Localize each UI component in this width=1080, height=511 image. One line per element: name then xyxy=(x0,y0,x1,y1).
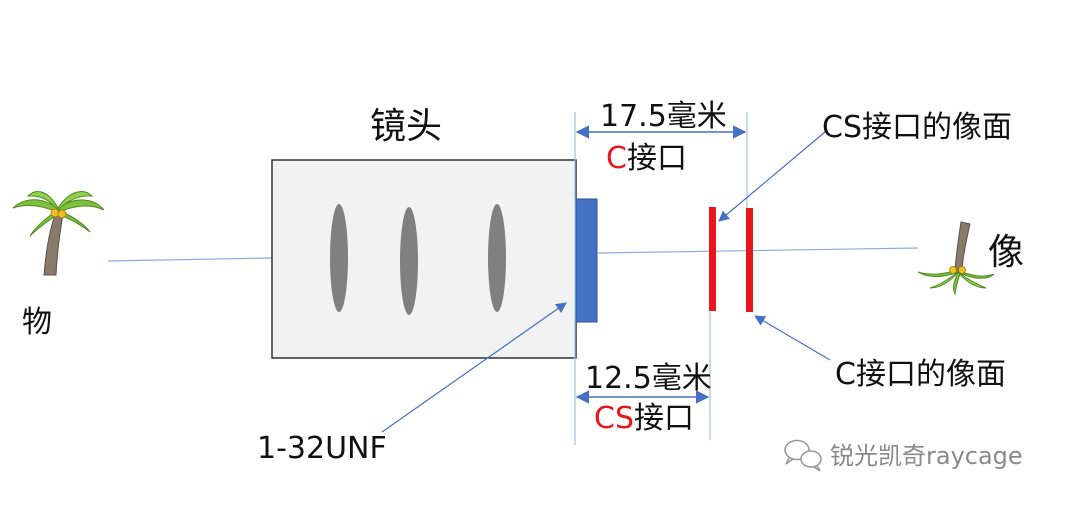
object-label: 物 xyxy=(22,305,52,340)
object-palm-icon xyxy=(12,191,105,276)
lens-element-2 xyxy=(400,207,418,315)
cs-plane-callout-arrow xyxy=(718,131,826,222)
thread-label: 1-32UNF xyxy=(257,431,387,466)
image-palm-icon xyxy=(917,221,995,296)
c-distance-label: 17.5毫米 xyxy=(600,99,727,134)
c-mount-prefix: C xyxy=(606,141,627,176)
c-image-plane xyxy=(746,208,753,312)
cs-image-plane xyxy=(709,207,716,311)
optical-axis-left xyxy=(107,257,273,262)
wechat-icon xyxy=(784,439,822,472)
lens-element-1 xyxy=(330,204,348,312)
lens-body xyxy=(271,159,577,359)
optical-axis-right xyxy=(597,247,919,254)
cs-plane-label: CS接口的像面 xyxy=(822,110,1012,145)
image-label: 像 xyxy=(988,232,1024,273)
c-plane-label: C接口的像面 xyxy=(835,357,1006,392)
thread-callout-arrow xyxy=(381,302,567,433)
c-mount-label: C接口 xyxy=(606,141,687,176)
watermark-text: 锐光凯奇raycage xyxy=(830,442,1023,470)
lens-label: 镜头 xyxy=(370,106,442,147)
c-plane-callout-arrow xyxy=(754,315,831,361)
lens-mount xyxy=(575,198,598,323)
cs-mount-prefix: CS xyxy=(594,401,634,436)
cs-distance-label: 12.5毫米 xyxy=(585,361,712,396)
cs-mount-label: CS接口 xyxy=(594,401,694,436)
cs-mount-suffix: 接口 xyxy=(634,401,694,436)
lens-element-3 xyxy=(488,204,506,312)
c-mount-suffix: 接口 xyxy=(627,141,687,176)
